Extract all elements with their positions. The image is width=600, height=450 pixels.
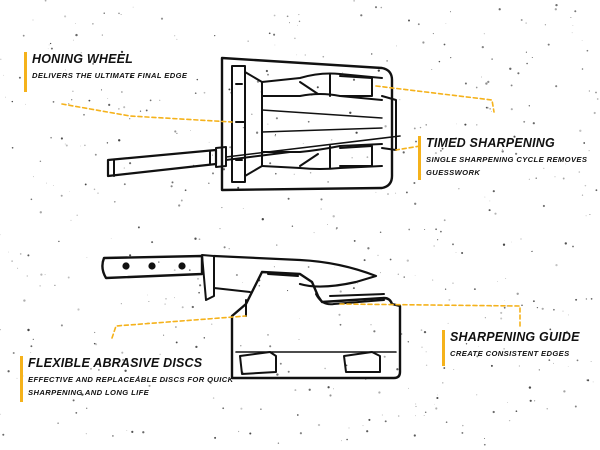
callout-sharpening-guide: Sharpening Guide Create consistent edges <box>442 330 592 366</box>
accent-bar <box>418 136 421 180</box>
callout-description: Create consistent edges <box>450 349 570 358</box>
callout-honing-wheel: Honing Wheel Delivers the ultimate final… <box>24 52 214 92</box>
callout-description: Effective and replaceable discs for quic… <box>28 375 234 397</box>
callout-flexible-abrasive-discs: Flexible Abrasive Discs Effective and re… <box>20 356 250 402</box>
callout-title: Sharpening Guide <box>450 330 580 344</box>
top-view-knife <box>106 135 401 178</box>
leader-lines <box>61 85 521 339</box>
callout-title: Timed Sharpening <box>426 136 555 150</box>
callout-description: Single sharpening cycle removes guesswor… <box>426 155 588 177</box>
callout-title: Honing Wheel <box>32 52 134 66</box>
accent-bar <box>442 330 445 366</box>
callout-description: Delivers the ultimate final edge <box>32 71 188 80</box>
top-view-sharpener <box>220 56 397 192</box>
callout-timed-sharpening: Timed Sharpening Single sharpening cycle… <box>418 136 594 180</box>
side-view-sharpener <box>230 270 402 380</box>
side-view-knife <box>101 254 378 301</box>
callout-title: Flexible Abrasive Discs <box>28 356 203 370</box>
accent-bar <box>24 52 27 92</box>
accent-bar <box>20 356 23 402</box>
